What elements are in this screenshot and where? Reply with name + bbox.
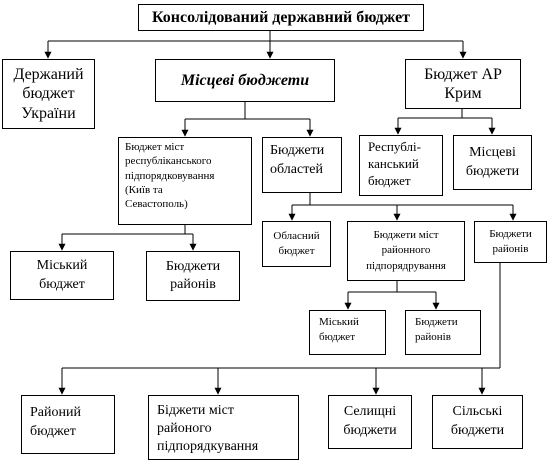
oblast-budget-box: Обласний бюджет [262,221,331,267]
city-budget-box: Міський бюджет [10,251,114,300]
regions-budgets-box: Бюджети областей [262,137,342,193]
district-budget-box: Районий бюджет [21,395,115,454]
republican-budget-box: Республі- канський бюджет [359,135,443,196]
consolidated-budget-box: Консолідований державний бюджет [138,4,424,31]
district-subordinate-cities-budgets-box: Біджети міст районого підпорядкування [148,395,299,460]
state-budget-box: Держаний бюджет України [2,59,95,129]
districts-budgets-box: Бюджети районів [474,221,547,263]
village-budgets-box: Сільські бюджети [432,395,523,449]
settlement-budgets-box: Селищні бюджети [328,395,412,449]
crimea-local-budgets-box: Місцеві бюджети [453,135,532,190]
district-cities-budgets-box: Бюджети міст районного підпорядрування [347,221,465,281]
district-budgets-box: Бюджети районів [146,251,240,301]
city-budget-box: Міський бюджет [309,310,386,355]
republican-cities-budget-box: Бюджет міст республіканського підпорядко… [118,137,252,225]
district-budgets-box: Бюджети районів [405,310,481,355]
local-budgets-box: Місцеві бюджети [155,59,335,102]
crimea-budget-box: Бюджет АР Крим [405,59,521,109]
